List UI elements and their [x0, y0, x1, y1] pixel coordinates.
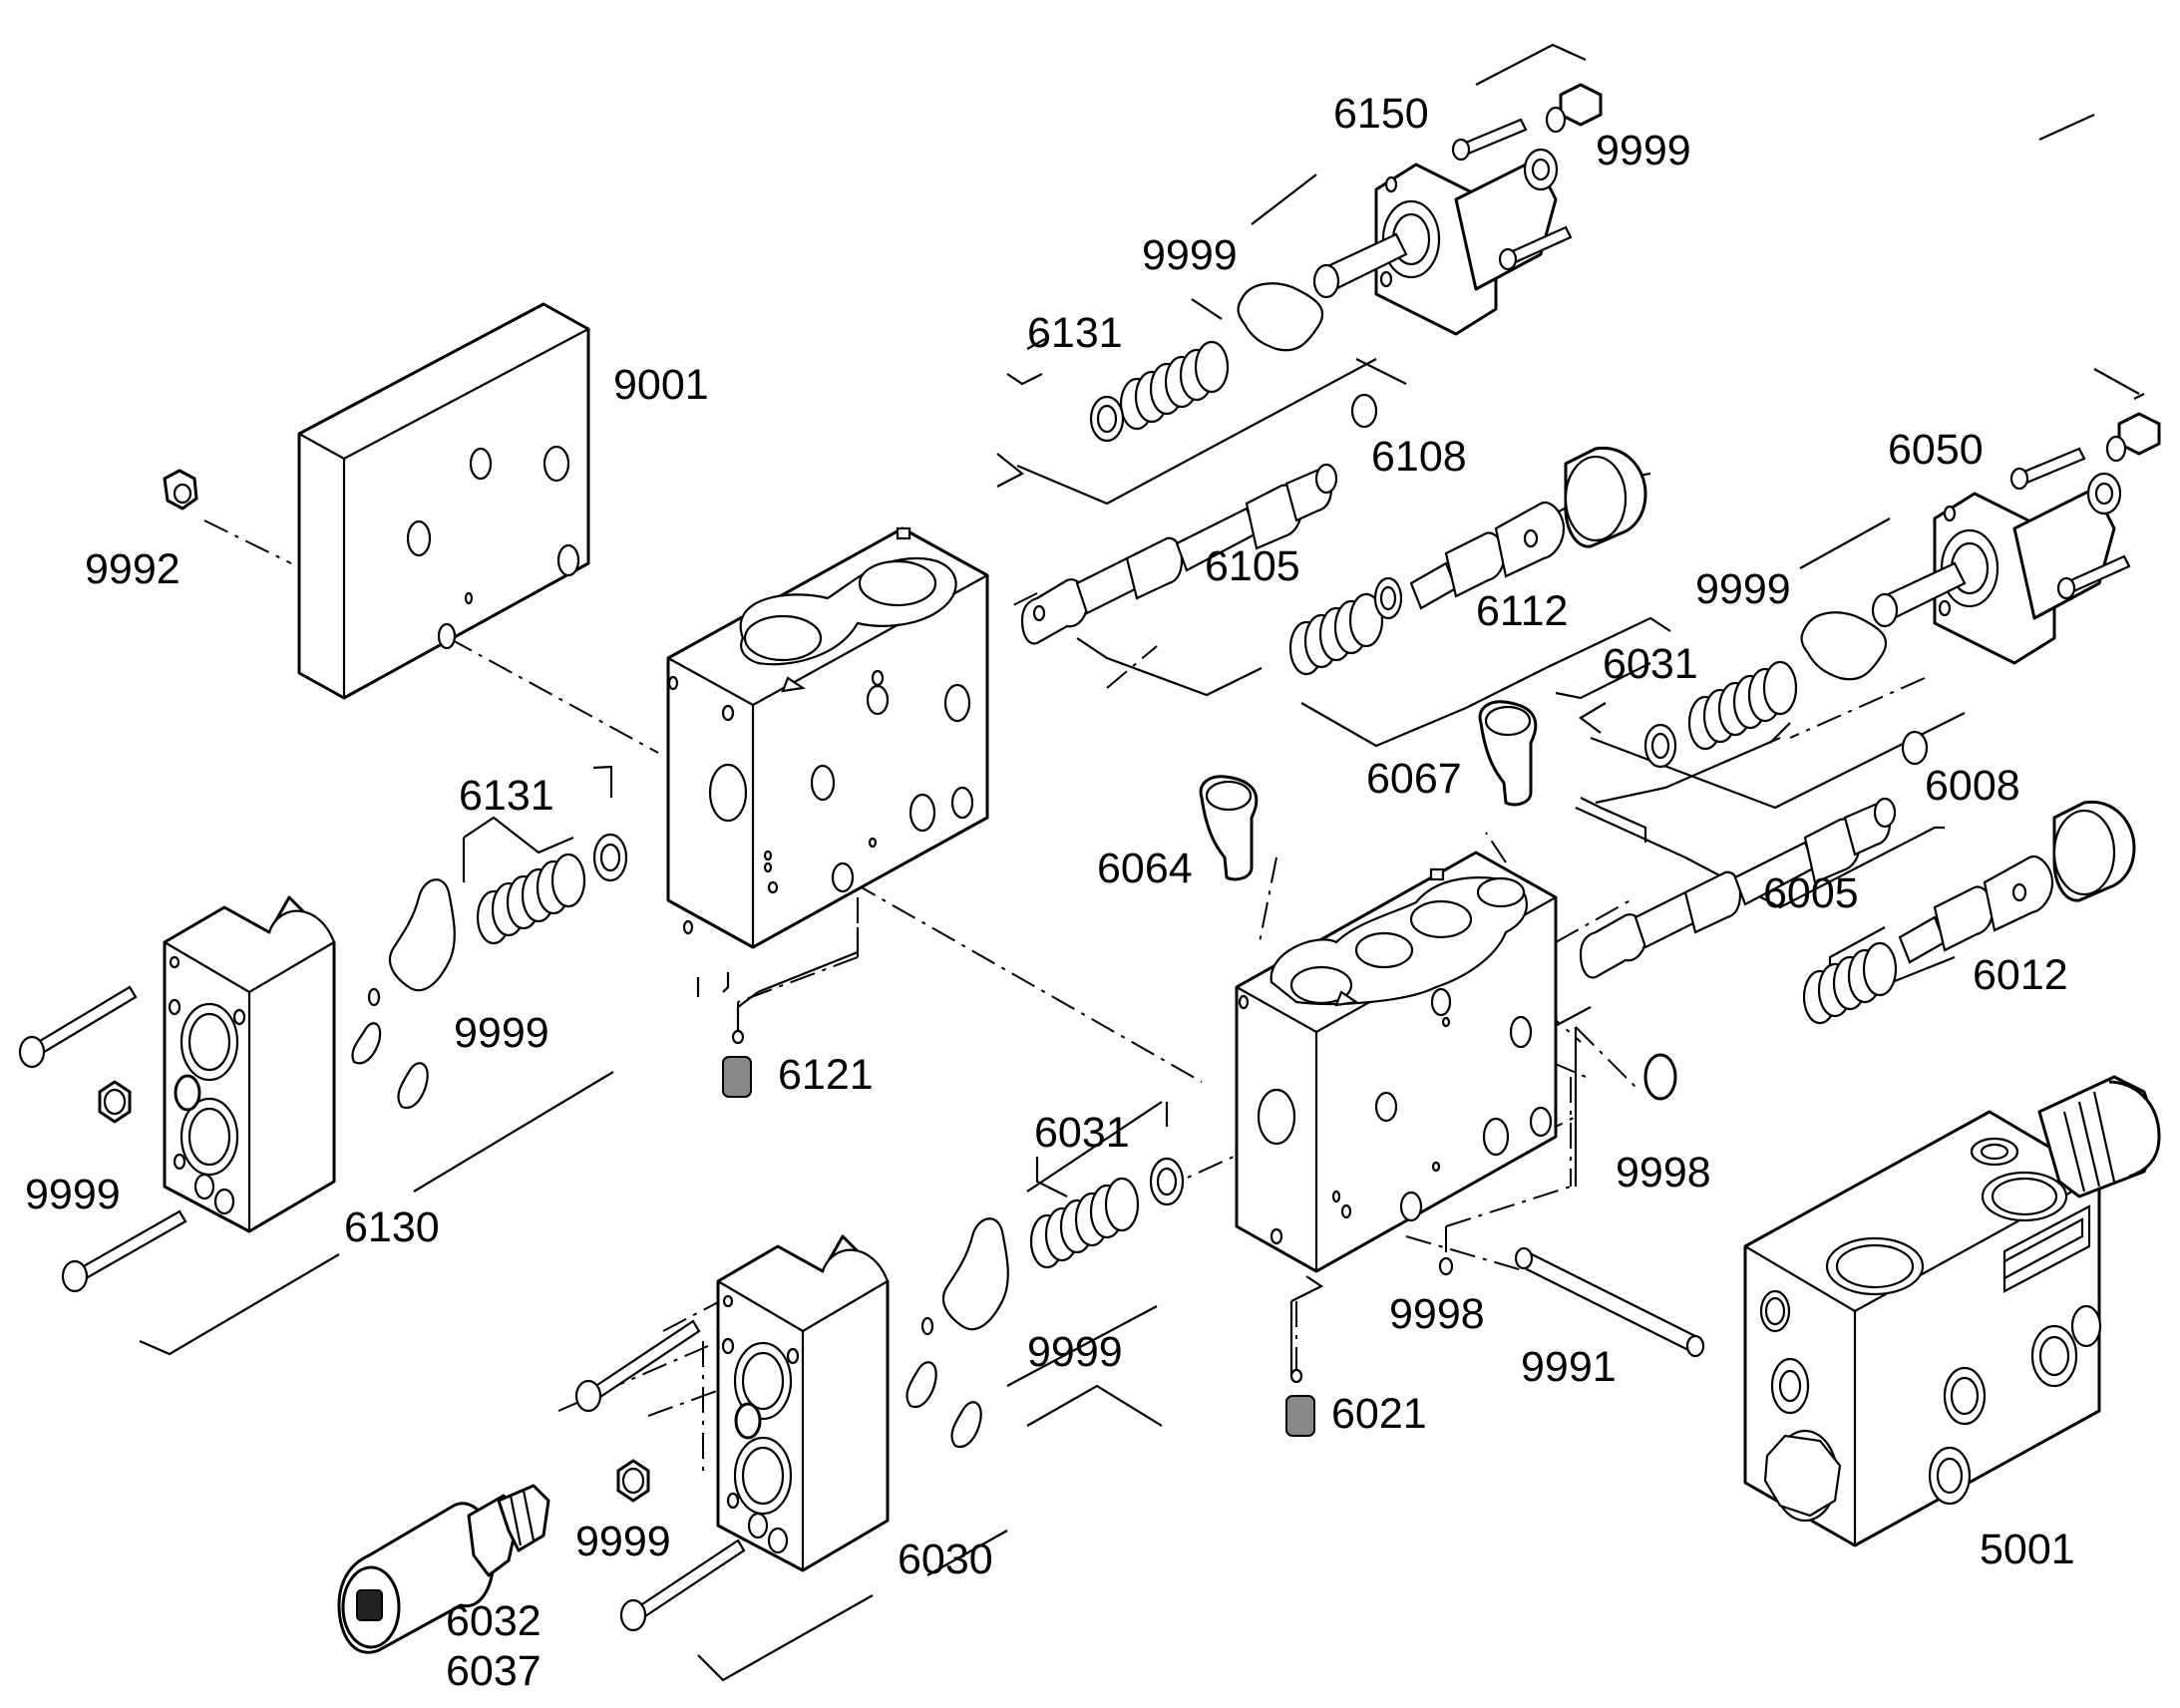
label-9999-top: 9999 [1596, 127, 1691, 174]
label-6105: 6105 [1205, 542, 1300, 590]
part-9001-plate [297, 302, 590, 700]
label-9998-right: 9998 [1616, 1149, 1711, 1196]
label-6050: 6050 [1888, 426, 1984, 474]
label-6005: 6005 [1763, 869, 1859, 917]
label-6064: 6064 [1097, 845, 1193, 892]
spool-6105 [1020, 463, 1338, 645]
spring-6031-right [1687, 660, 1798, 751]
label-5001: 5001 [1980, 1526, 2075, 1573]
label-6112: 6112 [1476, 587, 1568, 635]
part-6130-end-cap [163, 895, 336, 1233]
label-6008: 6008 [1925, 762, 2020, 810]
label-9001: 9001 [613, 361, 709, 409]
part-5001-inlet-block [1743, 1075, 2161, 1547]
part-9992-nut [163, 469, 198, 511]
label-6012: 6012 [1973, 951, 2068, 999]
label-9998-low: 9998 [1389, 1290, 1485, 1338]
spring-6131-top [1119, 340, 1230, 431]
label-6031-right: 6031 [1603, 640, 1698, 688]
screws [18, 83, 2161, 1632]
label-6032: 6032 [446, 1597, 542, 1645]
part-6050-actuator [1871, 472, 2122, 665]
spring-6112 [1288, 592, 1384, 676]
label-9999-seal-top: 9999 [1142, 231, 1238, 279]
label-9999-nut-left: 9999 [25, 1171, 121, 1218]
label-9999-nut-low: 9999 [575, 1518, 671, 1565]
label-6031-low: 6031 [1034, 1109, 1130, 1157]
part-6112-valve [1409, 446, 1647, 610]
label-6021: 6021 [1331, 1390, 1427, 1438]
seals [351, 282, 1888, 1449]
label-9999-seal-right: 9999 [1695, 565, 1791, 613]
spring-6131-mid [476, 853, 586, 945]
label-9991: 9991 [1521, 1343, 1617, 1391]
label-6108: 6108 [1371, 433, 1467, 481]
part-6030-end-cap [716, 1234, 890, 1572]
label-6067: 6067 [1366, 755, 1462, 803]
label-9999-seal-left: 9999 [454, 1009, 549, 1057]
valve-section-upper [666, 526, 989, 949]
label-9992: 9992 [85, 545, 181, 593]
springs [476, 340, 1898, 1269]
label-6037: 6037 [446, 1647, 542, 1695]
part-6150-actuator [1312, 148, 1559, 336]
label-6131-top: 6131 [1027, 309, 1123, 357]
label-6030: 6030 [898, 1536, 993, 1583]
part-6012-valve [1898, 800, 2136, 964]
label-9999-seal-low: 9999 [1027, 1328, 1123, 1376]
label-6131-mid: 6131 [459, 772, 554, 820]
part-6032-solenoid [337, 1484, 550, 1654]
label-6150: 6150 [1333, 90, 1429, 138]
spring-6031-low [1029, 1177, 1140, 1269]
label-6121: 6121 [778, 1051, 874, 1099]
valve-section-lower [1235, 851, 1558, 1273]
label-6130: 6130 [344, 1203, 440, 1251]
spring-6012 [1802, 941, 1898, 1025]
spool-6005 [1579, 797, 1897, 979]
part-labels: 6150 9999 9999 6131 9001 6108 9992 6105 … [25, 90, 2075, 1695]
